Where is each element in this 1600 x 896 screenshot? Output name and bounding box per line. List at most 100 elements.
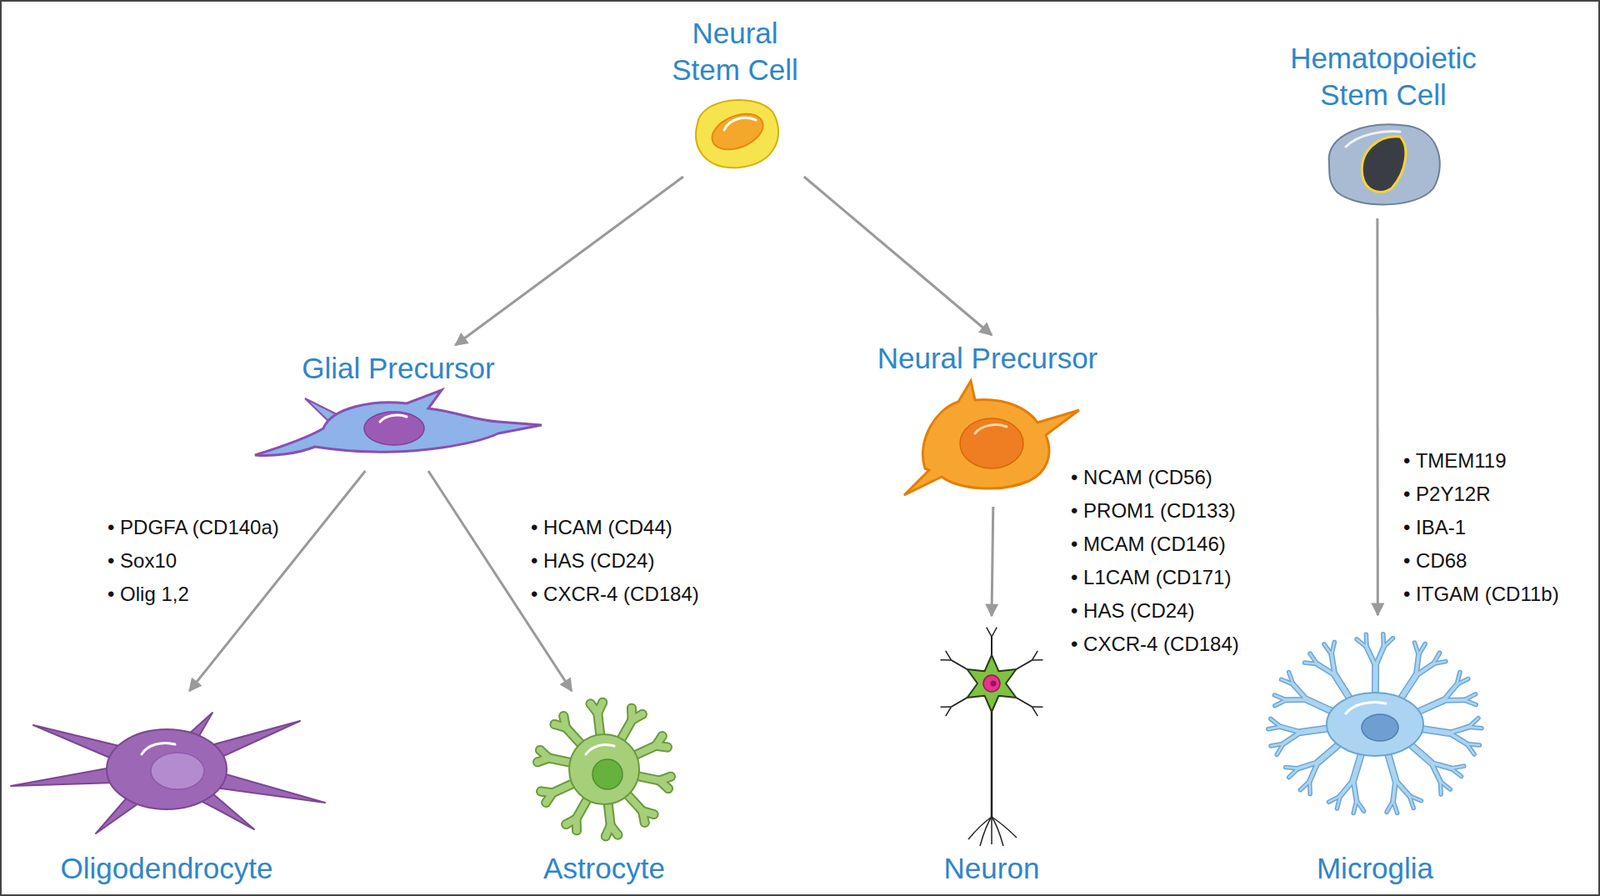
cell-process — [565, 818, 576, 825]
marker-item: • CD68 — [1403, 549, 1467, 573]
cell-illustration — [680, 88, 790, 172]
cell-illustration — [1316, 113, 1450, 214]
dendrite — [940, 705, 952, 708]
cell-process — [1415, 664, 1434, 676]
process-outline — [1415, 642, 1420, 655]
process-outline — [1375, 646, 1385, 666]
process-outline — [1283, 731, 1301, 744]
process-outline — [1293, 684, 1308, 700]
process-outline — [1464, 694, 1476, 700]
cell-process — [1466, 743, 1475, 755]
process-outline — [1469, 726, 1482, 729]
process-outline — [1340, 780, 1354, 796]
cell-label: Hematopoietic Stem Cell — [1262, 40, 1505, 114]
cell-process — [1418, 644, 1425, 655]
cell-process — [1270, 743, 1284, 746]
cell-process — [1383, 638, 1393, 648]
process-outline — [1395, 780, 1410, 796]
cell-label: Neuron — [891, 850, 1092, 887]
cell-process — [597, 702, 603, 714]
process-outline — [1353, 800, 1357, 814]
cell-highlight — [975, 425, 1007, 434]
process-outline — [1450, 768, 1461, 777]
lineage-arrow — [991, 506, 994, 616]
cell-process — [563, 715, 566, 728]
process-outline — [642, 810, 645, 823]
cell-process — [1356, 800, 1365, 812]
cell-process — [1275, 700, 1287, 706]
marker-item: • L1CAM (CD171) — [1070, 565, 1231, 590]
cell-process — [540, 750, 549, 759]
dendrite — [945, 706, 952, 716]
cell-illustration — [891, 376, 1084, 502]
cell-process — [1469, 718, 1479, 727]
dendrite — [1031, 705, 1043, 708]
dendrite — [1015, 660, 1032, 670]
cell-process — [660, 780, 669, 790]
cell-illustration — [248, 386, 549, 466]
process-outline — [1393, 800, 1398, 814]
cell-label: Oligodendrocyte — [8, 850, 325, 887]
glial-cell: Astrocyte — [479, 695, 730, 887]
cell-process — [1283, 731, 1301, 744]
axon-terminal — [980, 816, 992, 846]
cell-process — [1366, 647, 1376, 666]
cell-process — [1285, 767, 1299, 769]
cell-process — [540, 791, 553, 794]
process-outline — [655, 745, 668, 748]
cell-process — [1340, 780, 1354, 796]
marker-item: • HAS (CD24) — [530, 549, 655, 573]
axon-terminal — [968, 816, 992, 840]
cell-illustration — [1237, 620, 1513, 850]
marker-item: • ITGAM (CD11b) — [1403, 582, 1560, 606]
cell-nucleus — [150, 752, 205, 790]
lineage-arrow — [455, 176, 684, 345]
process-outline — [1300, 780, 1310, 790]
process-outline — [540, 750, 549, 759]
process-outline — [1331, 641, 1335, 655]
axon-terminal — [990, 816, 993, 845]
marker-item: • HCAM (CD44) — [530, 515, 673, 540]
precursor-cell: Glial Precursor — [248, 350, 549, 466]
dendrite — [990, 636, 993, 655]
process-outline — [1353, 780, 1357, 800]
cell-nucleus — [960, 418, 1024, 469]
immune-cell: Microglia — [1237, 620, 1513, 887]
cell-process — [1289, 768, 1299, 778]
cell-process — [1324, 644, 1332, 655]
marker-item: • CXCR-4 (CD184) — [1070, 632, 1240, 656]
lineage-arrow — [428, 470, 572, 691]
cell-body — [569, 734, 640, 805]
dendrite — [940, 659, 952, 661]
cell-process — [1469, 726, 1482, 729]
cell-process — [1464, 700, 1476, 705]
cell-label: Microglia — [1237, 850, 1513, 887]
process-outline — [1285, 767, 1299, 769]
cell-process — [1464, 694, 1476, 700]
cell-process — [605, 825, 611, 837]
dendrite — [951, 660, 968, 670]
cell-process — [1356, 639, 1367, 648]
cell-process — [1450, 765, 1464, 769]
cell-body — [106, 729, 227, 810]
cell-body — [1326, 692, 1424, 756]
process-outline — [597, 702, 603, 714]
cell-process — [1298, 761, 1319, 768]
marker-item: • PROM1 (CD133) — [1070, 499, 1236, 523]
cell-process — [1274, 695, 1286, 700]
process-outline — [660, 780, 669, 790]
cell-nucleus — [1361, 714, 1399, 741]
cell-illustration — [4, 695, 330, 850]
dendrite — [1031, 650, 1038, 660]
lineage-arrow — [1375, 218, 1379, 615]
marker-item: • CXCR-4 (CD184) — [530, 582, 700, 606]
cell-highlight — [1345, 702, 1386, 715]
dendrite — [986, 627, 992, 637]
process-outline — [1450, 765, 1464, 769]
cell-body — [255, 390, 542, 456]
cell-process — [1393, 800, 1398, 814]
marker-item: • P2Y12R — [1403, 482, 1490, 506]
cell-process — [1449, 726, 1470, 733]
